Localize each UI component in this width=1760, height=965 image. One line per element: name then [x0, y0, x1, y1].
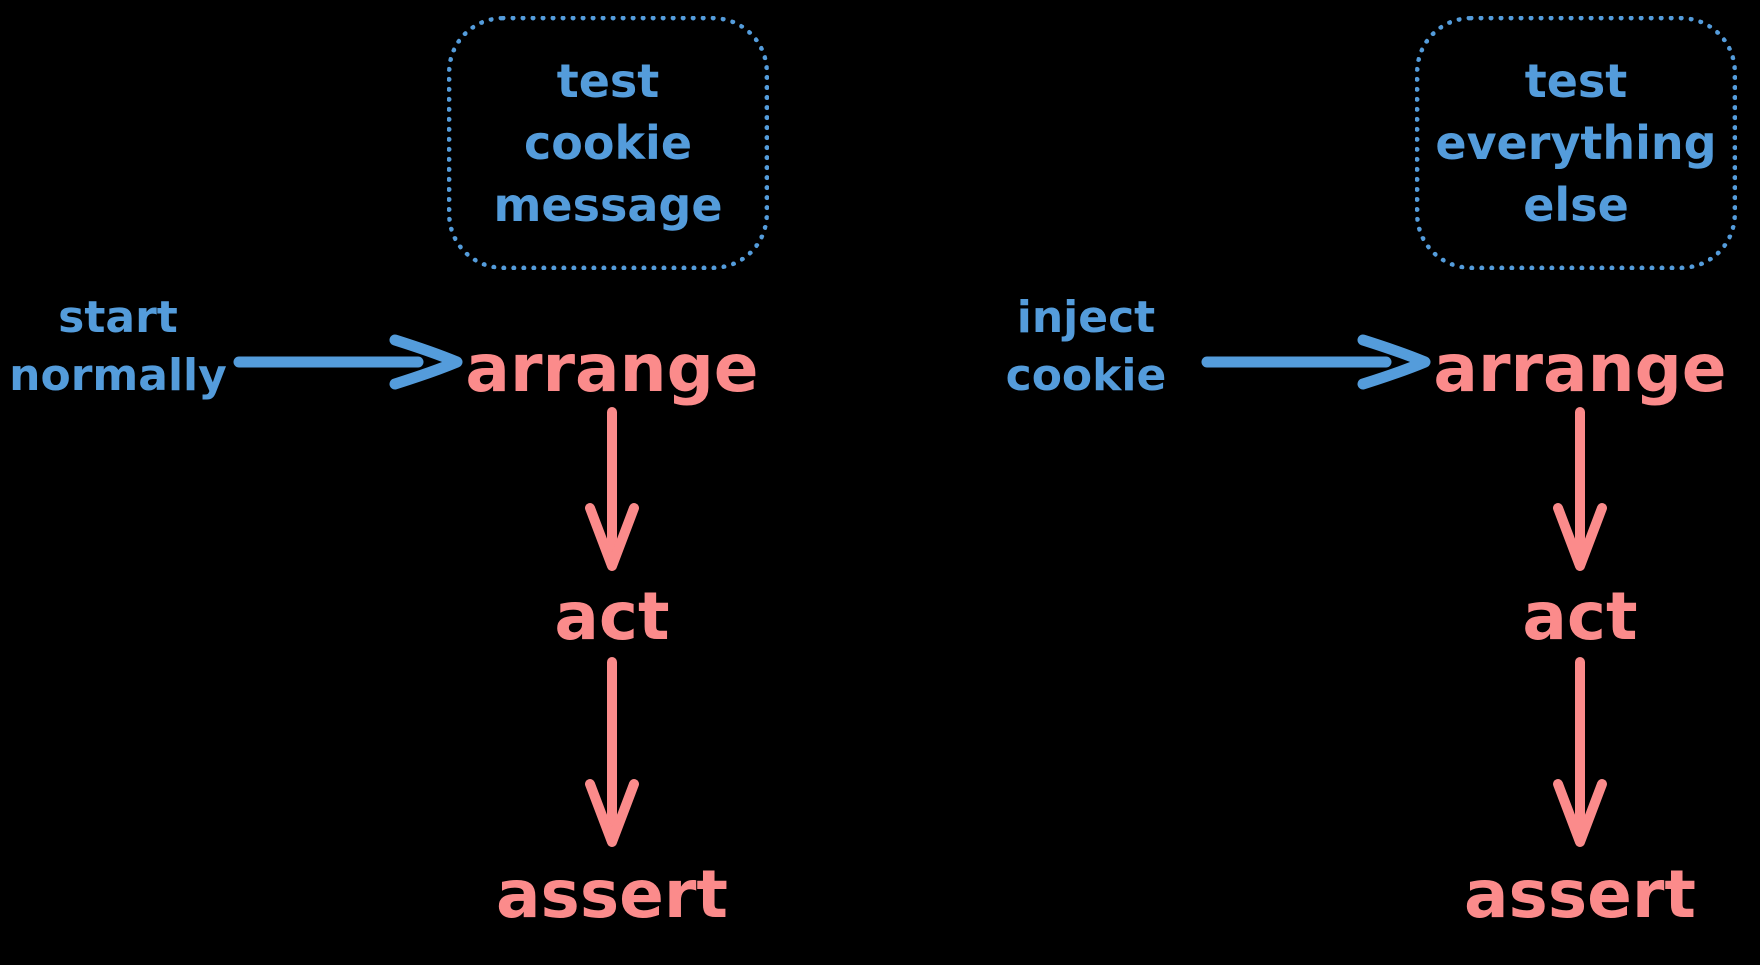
annotation-line: test [1524, 54, 1628, 108]
annotation-line: cookie [523, 116, 693, 170]
entry-label: start normally [0, 292, 236, 402]
down-arrow-icon [585, 407, 639, 571]
step-act: act [554, 578, 670, 655]
step-assert: assert [1464, 856, 1696, 933]
annotation-line: else [1523, 178, 1629, 232]
step-arrange: arrange [465, 330, 759, 407]
down-arrow-icon [1553, 407, 1607, 571]
entry-label-line: inject [1016, 292, 1156, 343]
step-arrange: arrange [1433, 330, 1727, 407]
entry-label-line: start [58, 292, 178, 343]
step-assert: assert [496, 856, 728, 933]
entry-label: inject cookie [968, 292, 1204, 402]
flow-diagram-inject-cookie: test everything else inject cookie arran… [968, 0, 1760, 965]
dotted-annotation-box: test everything else [1415, 16, 1737, 270]
annotation-line: test [556, 54, 660, 108]
annotation-line: everything [1435, 116, 1717, 170]
flow-diagram-start-normally: test cookie message start normally arran… [0, 16, 769, 933]
down-arrow-icon [1553, 657, 1607, 847]
right-arrow-icon [1201, 334, 1431, 390]
entry-label-line: normally [9, 350, 227, 401]
down-arrow-icon [585, 657, 639, 847]
step-act: act [1522, 578, 1638, 655]
annotation-line: message [493, 178, 723, 232]
right-arrow-icon [233, 334, 463, 390]
entry-label-line: cookie [1005, 350, 1167, 401]
dotted-annotation-box: test cookie message [447, 16, 769, 270]
